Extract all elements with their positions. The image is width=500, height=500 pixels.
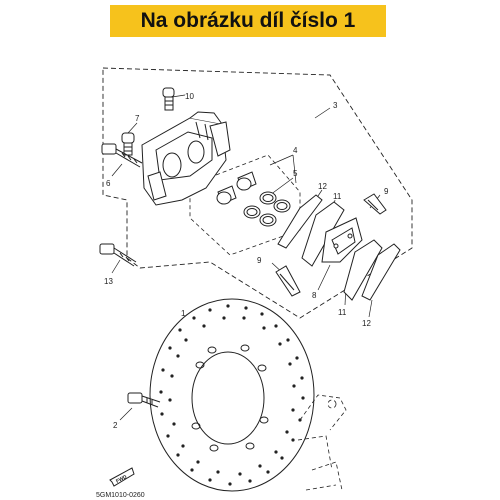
callout-13: 13 (104, 277, 113, 286)
callout-12-lower: 12 (362, 319, 371, 328)
callout-6: 6 (106, 179, 111, 188)
title-banner: Na obrázku díl číslo 1 (110, 5, 386, 37)
pad-clip-lower (275, 265, 301, 297)
callout-4: 4 (293, 146, 298, 155)
callout-11-lower: 11 (338, 308, 347, 317)
banner-text: Na obrázku díl číslo 1 (140, 9, 356, 32)
bleed-screw (162, 87, 175, 111)
fwd-label: FWD (115, 474, 128, 485)
pad-shim-lower (361, 243, 401, 301)
callout-8: 8 (312, 291, 317, 300)
callout-2: 2 (113, 421, 118, 430)
pin-boot (121, 132, 135, 156)
pad-clip-upper (363, 193, 387, 215)
brake-pad-lower (343, 239, 383, 301)
callout-9-lower: 9 (257, 256, 262, 265)
callout-5: 5 (293, 169, 298, 178)
caliper-bolt (101, 143, 143, 168)
caliper-body (141, 111, 231, 206)
brake-disc (149, 298, 315, 492)
callout-12-upper: 12 (318, 182, 327, 191)
callout-9-upper: 9 (384, 187, 389, 196)
callout-1: 1 (181, 309, 186, 318)
diagram-code: 5GM1010-0260 (96, 492, 145, 499)
disc-bolt (127, 392, 161, 408)
wheel-hub-section (297, 394, 347, 491)
callout-11-upper: 11 (333, 192, 342, 201)
piston-seals (243, 191, 291, 227)
callout-10: 10 (185, 92, 194, 101)
pistons (216, 171, 257, 205)
callout-3: 3 (333, 101, 338, 110)
pad-spring (321, 217, 363, 263)
callout-7: 7 (135, 114, 140, 123)
fwd-arrow-icon (109, 467, 135, 487)
mounting-bolt (99, 243, 137, 267)
pad-shim-upper (277, 194, 323, 249)
callout-labels: 10 3 7 6 4 5 12 11 9 9 8 11 12 13 1 2 (104, 92, 389, 430)
